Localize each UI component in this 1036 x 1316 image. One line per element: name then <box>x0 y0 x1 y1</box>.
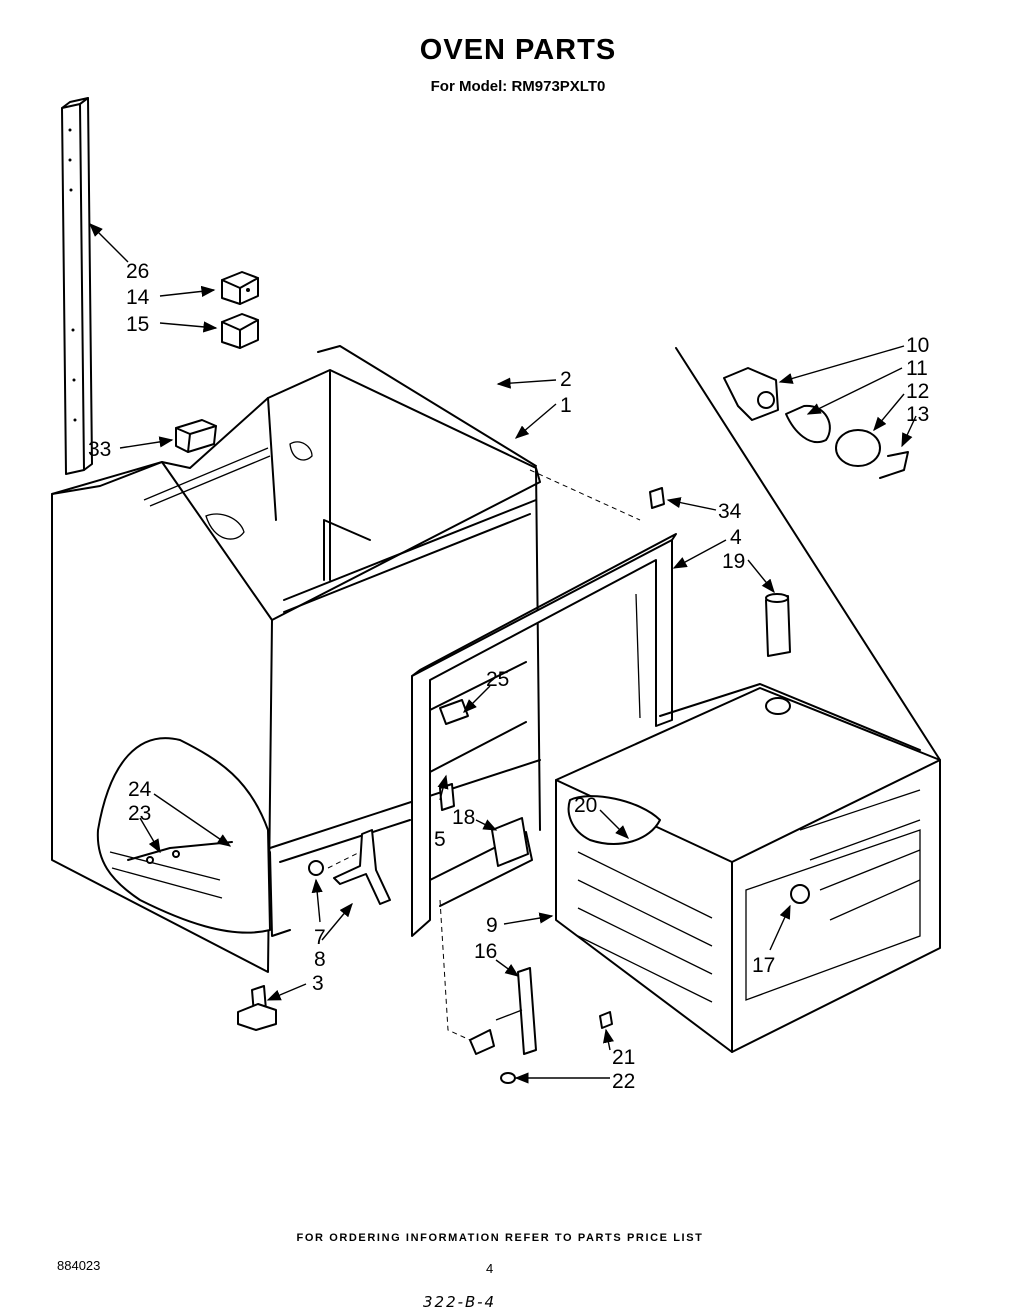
callout-12: 12 <box>906 380 929 403</box>
block-part-14 <box>221 271 259 305</box>
sensor-part-25 <box>439 699 469 725</box>
callout-21: 21 <box>612 1046 635 1069</box>
page-number: 4 <box>486 1261 494 1276</box>
callout-34: 34 <box>718 500 742 523</box>
callout-33: 33 <box>88 438 111 461</box>
washer-part-22 <box>500 1072 516 1084</box>
callout-25: 25 <box>486 668 509 691</box>
callout-20: 20 <box>574 794 597 817</box>
screw-part-21 <box>599 1011 613 1029</box>
light-assembly-parts <box>675 347 941 761</box>
bracket-part-8 <box>333 829 391 905</box>
callout-4: 4 <box>730 526 742 549</box>
callout-15: 15 <box>126 313 149 336</box>
page-title: OVEN PARTS <box>419 34 617 66</box>
phantom-line <box>327 851 361 869</box>
callout-8: 8 <box>314 948 326 971</box>
callout-16: 16 <box>474 940 497 963</box>
callout-18: 18 <box>452 806 475 829</box>
hinge-part-16 <box>469 967 537 1055</box>
callout-19: 19 <box>722 550 745 573</box>
callout-14: 14 <box>126 286 150 309</box>
bracket-part-18 <box>439 783 529 867</box>
front-frame-part <box>411 533 677 937</box>
block-part-15 <box>221 313 259 349</box>
switch-part-33 <box>175 419 217 453</box>
callout-23: 23 <box>128 802 151 825</box>
callout-26: 26 <box>126 260 149 283</box>
handwritten-code: 322-B-4 <box>423 1293 497 1311</box>
callout-3: 3 <box>312 972 324 995</box>
nut-part-7 <box>308 860 324 876</box>
tube-part-19 <box>765 593 791 657</box>
callout-22: 22 <box>612 1070 635 1093</box>
callout-1: 1 <box>560 394 572 417</box>
ordering-note: FOR ORDERING INFORMATION REFER TO PARTS … <box>296 1232 704 1244</box>
callout-13: 13 <box>906 403 929 426</box>
callout-2: 2 <box>560 368 572 391</box>
cap-part-34 <box>649 487 665 509</box>
callout-11: 11 <box>906 357 928 380</box>
callout-17: 17 <box>752 954 775 977</box>
callout-10: 10 <box>906 334 929 357</box>
phantom-line <box>529 469 641 521</box>
callout-7: 7 <box>314 926 326 949</box>
callout-leaders <box>89 223 917 1084</box>
callout-24: 24 <box>128 778 152 801</box>
callout-9: 9 <box>486 914 498 937</box>
oven-liner-part <box>555 683 941 1053</box>
phantom-line <box>439 899 471 1041</box>
side-trim-strip-part <box>61 97 93 475</box>
callout-5: 5 <box>434 828 446 851</box>
document-number: 884023 <box>57 1258 101 1273</box>
callout-labels: 26 14 15 33 2 1 10 11 12 13 34 4 19 25 2… <box>88 260 929 1093</box>
leveling-leg-part <box>237 985 277 1031</box>
model-subtitle: For Model: RM973PXLT0 <box>430 78 606 95</box>
